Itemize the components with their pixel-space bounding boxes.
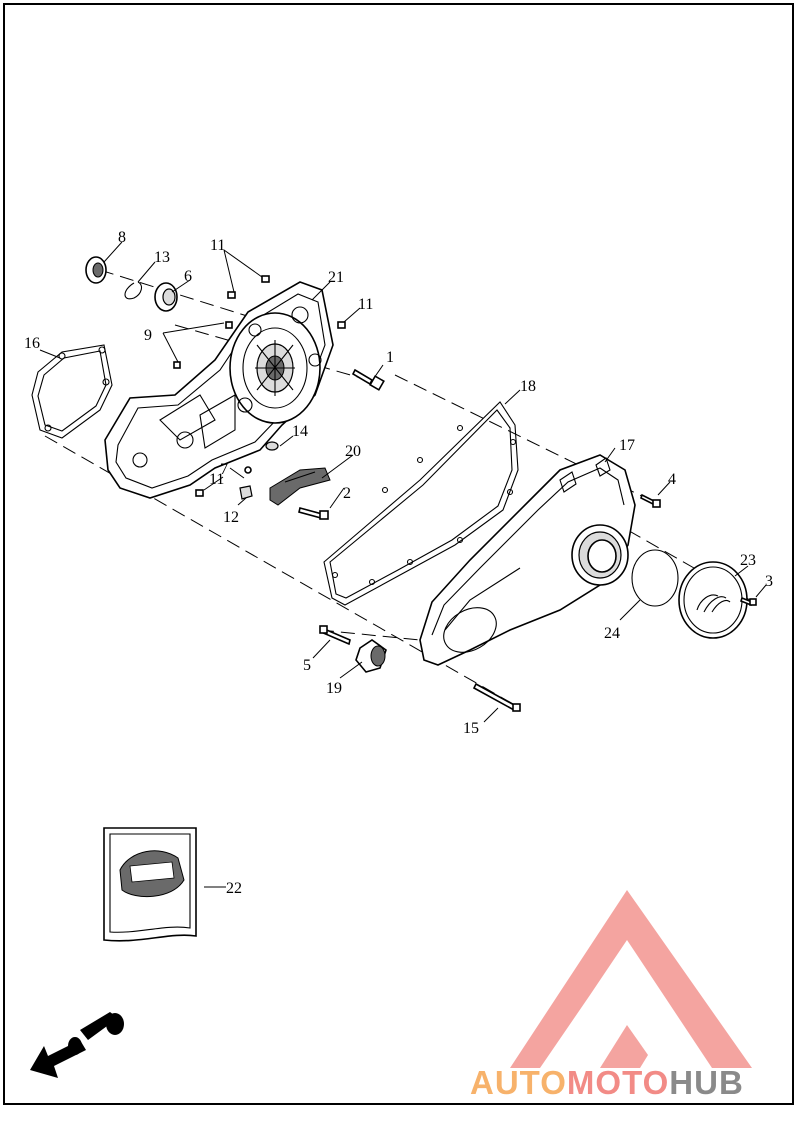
callout-8: 8 <box>118 229 126 246</box>
callout-23: 23 <box>740 552 756 569</box>
bearing <box>154 282 178 312</box>
inner-primary-housing <box>104 281 334 499</box>
callout-15: 15 <box>463 720 479 737</box>
dowel-7 <box>244 466 252 474</box>
callout-20: 20 <box>345 443 361 460</box>
callout-4: 4 <box>668 471 676 488</box>
callout-21: 21 <box>328 269 344 286</box>
watermark-auto: AUTO <box>470 1064 567 1101</box>
callout-19: 19 <box>326 680 342 697</box>
callout-22: 22 <box>226 880 242 897</box>
callout-16: 16 <box>24 335 40 352</box>
grommet-12 <box>239 485 253 500</box>
derby-cover <box>678 561 748 639</box>
drawing-frame <box>3 3 794 1105</box>
retaining-ring <box>124 281 143 300</box>
callout-2: 2 <box>343 485 351 502</box>
callout-6: 6 <box>184 268 192 285</box>
automotohub-watermark: AUTOMOTOHUB <box>470 1064 800 1101</box>
alignment-line-low <box>319 629 421 641</box>
alignment-line-cover <box>394 374 661 506</box>
callout-5: 5 <box>303 657 311 674</box>
leader-lines <box>39 241 767 888</box>
callout-11-top: 11 <box>210 237 225 254</box>
callout-12: 12 <box>223 509 239 526</box>
dowel-pins <box>173 321 233 369</box>
screw-5 <box>319 625 351 646</box>
alignment-line-upper <box>174 324 376 383</box>
chain-tensioner-shoe <box>269 467 331 506</box>
service-manual <box>103 827 197 942</box>
alignment-line-bearing <box>99 269 261 321</box>
callout-13: 13 <box>154 249 170 266</box>
bolt-1 <box>351 368 385 391</box>
callout-18: 18 <box>520 378 536 395</box>
derby-cover-gasket <box>631 549 679 607</box>
callout-11-lower: 11 <box>209 471 224 488</box>
bolt-2 <box>298 507 329 520</box>
long-bolt-15 <box>472 682 521 712</box>
callout-9: 9 <box>144 327 152 344</box>
washer-14 <box>265 441 279 451</box>
spacer-19 <box>355 639 387 673</box>
front-direction-arrow-icon <box>30 1012 124 1078</box>
bolt-4 <box>640 493 661 508</box>
screws-11 <box>195 275 346 497</box>
watermark-moto: MOTO <box>566 1064 670 1101</box>
automotohub-logo-icon <box>510 890 752 1068</box>
callout-11-right: 11 <box>358 296 373 313</box>
watermark-hub: HUB <box>669 1064 744 1101</box>
callout-14: 14 <box>292 423 308 440</box>
callout-7: 7 <box>220 461 228 478</box>
callout-17: 17 <box>619 437 635 454</box>
callout-1: 1 <box>386 349 394 366</box>
seal <box>85 256 107 284</box>
outer-primary-cover <box>419 454 636 666</box>
callout-24: 24 <box>604 625 620 642</box>
callout-3: 3 <box>765 573 773 590</box>
primary-cover-gasket <box>323 401 519 606</box>
inner-primary-gasket <box>31 344 113 439</box>
screw-3 <box>740 596 757 607</box>
